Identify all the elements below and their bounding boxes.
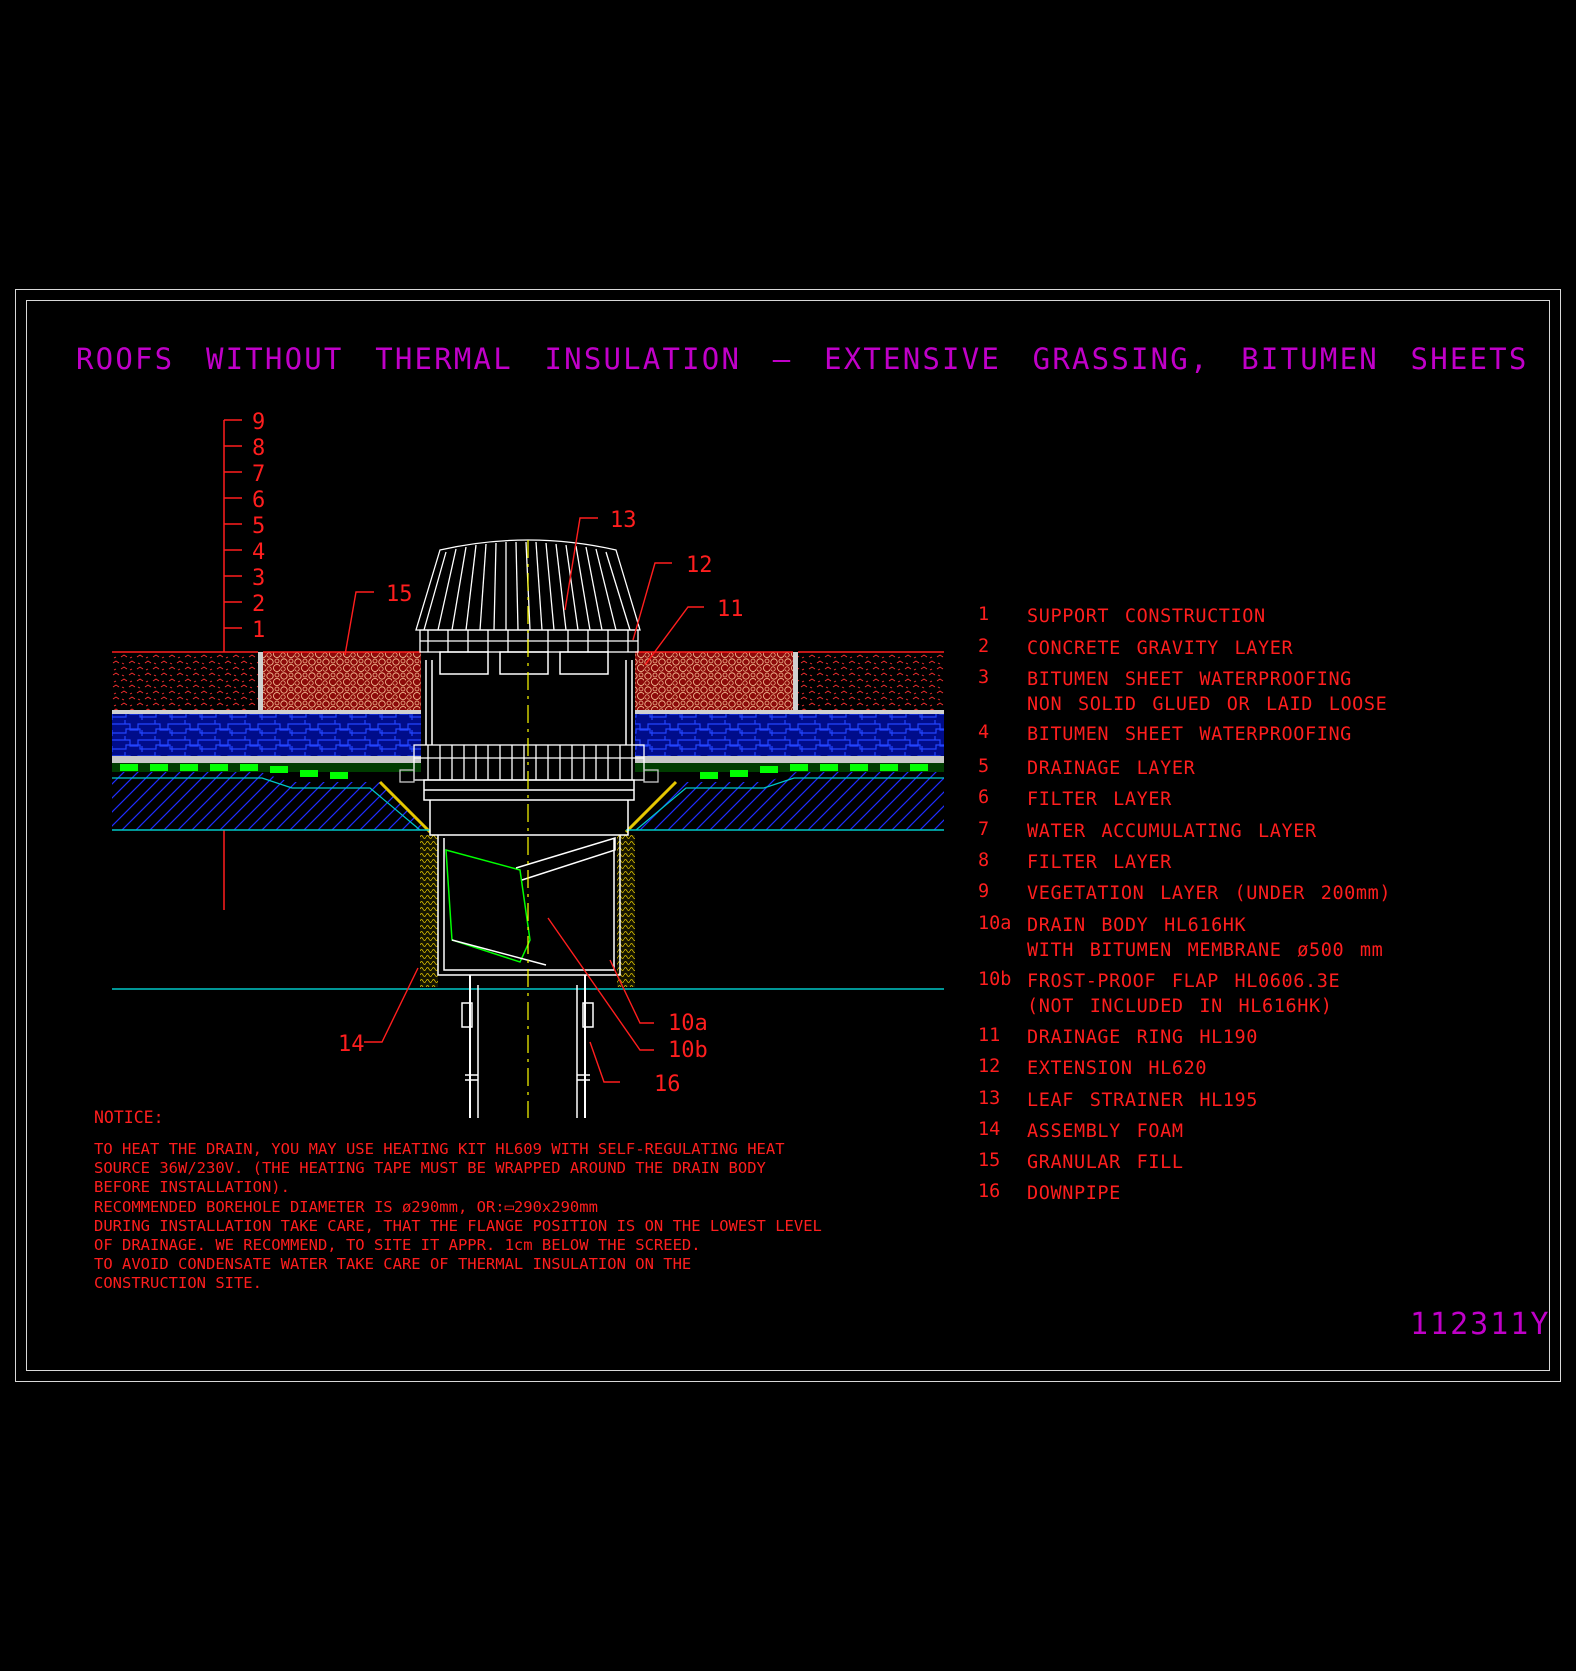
callout-12: 12 — [686, 553, 713, 578]
legend-num: 8 — [978, 850, 990, 871]
note-line: BEFORE INSTALLATION). — [94, 1178, 290, 1197]
legend-num: 1 — [978, 604, 990, 625]
legend-line: (NOT INCLUDED IN HL616HK) — [1027, 996, 1333, 1017]
legend-num: 3 — [978, 667, 990, 688]
roof-layers-left — [112, 651, 432, 834]
roof-layers-right — [624, 651, 944, 834]
legend-item: 1 SUPPORT CONSTRUCTION — [978, 604, 1266, 629]
scale-label-2: 2 — [252, 592, 265, 617]
legend-num: 6 — [978, 787, 990, 808]
legend-text: VEGETATION LAYER (UNDER 200mm) — [1027, 883, 1392, 904]
legend-item: 16 DOWNPIPE — [978, 1181, 1121, 1206]
callout-14: 14 — [338, 1032, 365, 1057]
legend-item: 5 DRAINAGE LAYER — [978, 756, 1195, 781]
legend-text: WATER ACCUMULATING LAYER — [1027, 821, 1317, 842]
legend-text: EXTENSION HL620 — [1027, 1058, 1208, 1079]
drain-body — [423, 779, 635, 1118]
legend-num: 10b — [978, 969, 1012, 990]
legend-text: CONCRETE GRAVITY LAYER — [1027, 638, 1294, 659]
legend-num: 2 — [978, 636, 990, 657]
legend-text: GRANULAR FILL — [1027, 1152, 1184, 1173]
callout-11: 11 — [717, 597, 744, 622]
legend-text: DRAINAGE RING HL190 — [1027, 1027, 1259, 1048]
callout-10b: 10b — [668, 1038, 708, 1063]
legend-item: 12 EXTENSION HL620 — [978, 1056, 1207, 1081]
drawing-title: ROOFS WITHOUT THERMAL INSULATION – EXTEN… — [76, 342, 1529, 376]
notice-title: NOTICE: — [94, 1108, 164, 1127]
scale-label-5: 5 — [252, 514, 265, 539]
legend-line: WITH BITUMEN MEMBRANE ø500 mm — [1027, 940, 1384, 961]
callout-15: 15 — [386, 582, 413, 607]
legend-line: NON SOLID GLUED OR LAID LOOSE — [1027, 694, 1388, 715]
assembly-foam — [420, 835, 635, 987]
legend-item: 10a DRAIN BODY HL616HK WITH BITUMEN MEMBR… — [978, 913, 1383, 963]
legend-item: 10b FROST-PROOF FLAP HL0606.3E (NOT INCLU… — [978, 969, 1340, 1019]
legend-line: BITUMEN SHEET WATERPROOFING — [1027, 669, 1352, 690]
legend-item: 14 ASSEMBLY FOAM — [978, 1119, 1184, 1144]
legend-text: SUPPORT CONSTRUCTION — [1027, 606, 1266, 627]
legend-text: LEAF STRAINER HL195 — [1027, 1090, 1259, 1111]
drawing-number: 112311Y — [1410, 1307, 1551, 1342]
legend-num: 9 — [978, 881, 990, 902]
note-line: SOURCE 36W/230V. (THE HEATING TAPE MUST … — [94, 1159, 766, 1178]
scale-label-9: 9 — [252, 410, 265, 435]
extension — [425, 651, 633, 745]
legend-item: 2 CONCRETE GRAVITY LAYER — [978, 636, 1293, 661]
scale-label-4: 4 — [252, 540, 265, 565]
callout-16: 16 — [654, 1072, 681, 1097]
legend-item: 9 VEGETATION LAYER (UNDER 200mm) — [978, 881, 1391, 906]
legend-text: FROST-PROOF FLAP HL0606.3E (NOT INCLUDED … — [1027, 969, 1340, 1019]
note-line: OF DRAINAGE. WE RECOMMEND, TO SITE IT AP… — [94, 1236, 701, 1255]
legend-num: 5 — [978, 756, 990, 777]
legend-num: 11 — [978, 1025, 1001, 1046]
legend-text: DOWNPIPE — [1027, 1183, 1121, 1204]
legend-text: DRAINAGE LAYER — [1027, 758, 1196, 779]
legend-item: 6 FILTER LAYER — [978, 787, 1172, 812]
legend-num: 15 — [978, 1150, 1001, 1171]
legend-text: FILTER LAYER — [1027, 852, 1172, 873]
callout-leaders — [344, 517, 704, 1083]
notice-notes: TO HEAT THE DRAIN, YOU MAY USE HEATING K… — [94, 1140, 822, 1294]
legend-item: 4 BITUMEN SHEET WATERPROOFING — [978, 722, 1352, 747]
scale-label-3: 3 — [252, 566, 265, 591]
legend-line: DRAIN BODY HL616HK — [1027, 915, 1247, 936]
note-line: RECOMMENDED BOREHOLE DIAMETER IS ø290mm,… — [94, 1197, 598, 1216]
legend-text: FILTER LAYER — [1027, 789, 1172, 810]
scale-label-8: 8 — [252, 436, 265, 461]
legend-num: 12 — [978, 1056, 1001, 1077]
note-line: TO HEAT THE DRAIN, YOU MAY USE HEATING K… — [94, 1140, 785, 1158]
legend-item: 11 DRAINAGE RING HL190 — [978, 1025, 1258, 1050]
callout-13: 13 — [610, 508, 637, 533]
callout-10a: 10a — [668, 1011, 708, 1036]
legend-num: 10a — [978, 913, 1012, 934]
green-dash-right — [700, 764, 928, 779]
scale-label-6: 6 — [252, 488, 265, 513]
legend-line: FROST-PROOF FLAP HL0606.3E — [1027, 971, 1341, 992]
legend-num: 7 — [978, 819, 990, 840]
green-dash-left — [120, 764, 348, 779]
legend-item: 8 FILTER LAYER — [978, 850, 1172, 875]
legend-num: 14 — [978, 1119, 1001, 1140]
legend-item: 3 BITUMEN SHEET WATERPROOFING NON SOLID G… — [978, 667, 1387, 717]
legend-text: ASSEMBLY FOAM — [1027, 1121, 1184, 1142]
drawing-frame-inner — [26, 300, 1550, 1371]
legend-text: BITUMEN SHEET WATERPROOFING NON SOLID GLU… — [1027, 667, 1387, 717]
scale-label-1: 1 — [252, 618, 265, 643]
legend-item: 13 LEAF STRAINER HL195 — [978, 1088, 1258, 1113]
scale-label-7: 7 — [252, 462, 265, 487]
drawing-frame-outer — [15, 289, 1561, 1382]
legend-text: BITUMEN SHEET WATERPROOFING — [1027, 724, 1352, 745]
note-line: DURING INSTALLATION TAKE CARE, THAT THE … — [94, 1216, 822, 1235]
legend-num: 13 — [978, 1088, 1001, 1109]
legend-text: DRAIN BODY HL616HK WITH BITUMEN MEMBRANE … — [1027, 913, 1383, 963]
note-line: TO AVOID CONDENSATE WATER TAKE CARE OF T… — [94, 1255, 692, 1274]
legend-item: 7 WATER ACCUMULATING LAYER — [978, 819, 1317, 844]
legend-num: 4 — [978, 722, 990, 743]
drainage-ring — [399, 744, 659, 783]
frost-proof-flap — [445, 836, 616, 966]
legend-num: 16 — [978, 1181, 1001, 1202]
note-line: CONSTRUCTION SITE. — [94, 1274, 262, 1293]
legend-item: 15 GRANULAR FILL — [978, 1150, 1184, 1175]
